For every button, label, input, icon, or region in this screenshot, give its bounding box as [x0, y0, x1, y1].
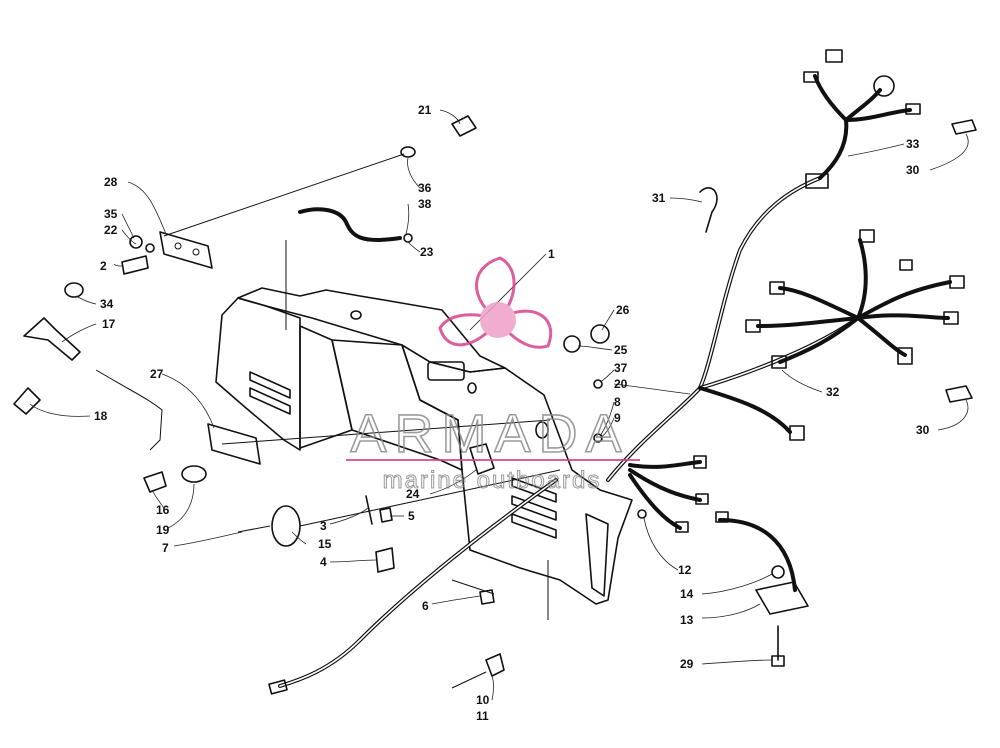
callout-14: 14 — [680, 587, 694, 601]
callout-16: 16 — [156, 503, 170, 517]
callout-32: 32 — [826, 385, 840, 399]
wiring-harness — [268, 49, 965, 695]
watermark: ARMADA marine outboards — [346, 256, 640, 495]
callout-33: 33 — [906, 137, 920, 151]
callout-28: 28 — [104, 175, 118, 189]
callout-31: 31 — [652, 191, 666, 205]
callout-24: 24 — [406, 487, 420, 501]
callout-35: 35 — [104, 207, 118, 221]
callout-17: 17 — [102, 317, 116, 331]
callout-38: 38 — [418, 197, 432, 211]
callout-2: 2 — [100, 259, 107, 273]
small-parts — [13, 115, 977, 689]
callout-29: 29 — [680, 657, 694, 671]
console-housing — [215, 287, 633, 605]
callout-23: 23 — [420, 245, 434, 259]
callout-25: 25 — [614, 343, 628, 357]
callout-15: 15 — [318, 537, 332, 551]
callout-13: 13 — [680, 613, 694, 627]
callout-37: 37 — [614, 361, 628, 375]
callout-11: 11 — [476, 709, 489, 723]
callout-27: 27 — [150, 367, 164, 381]
leader-lines — [29, 109, 969, 701]
callout-30a: 30 — [906, 163, 920, 177]
callout-3: 3 — [320, 519, 327, 533]
callout-34: 34 — [100, 297, 114, 311]
callout-7: 7 — [162, 541, 169, 555]
propeller-logo-icon — [438, 256, 553, 349]
callout-5: 5 — [408, 509, 415, 523]
callout-4: 4 — [320, 555, 327, 569]
callout-20: 20 — [614, 377, 628, 391]
callout-22: 22 — [104, 223, 118, 237]
callout-1: 1 — [548, 247, 555, 261]
callout-labels: 1 2 3 4 5 6 7 8 9 10 11 12 13 14 15 16 1… — [94, 103, 930, 723]
callout-21: 21 — [418, 103, 432, 117]
callout-36: 36 — [418, 181, 432, 195]
callout-18: 18 — [94, 409, 108, 423]
callout-30b: 30 — [916, 423, 930, 437]
callout-6: 6 — [422, 599, 429, 613]
callout-26: 26 — [616, 303, 630, 317]
watermark-brand: ARMADA — [350, 404, 629, 464]
watermark-tagline: marine outboards — [383, 467, 602, 494]
callout-10: 10 — [476, 693, 490, 707]
callout-12: 12 — [678, 563, 692, 577]
callout-8: 8 — [614, 395, 621, 409]
callout-9: 9 — [614, 411, 621, 425]
callout-19: 19 — [156, 523, 170, 537]
